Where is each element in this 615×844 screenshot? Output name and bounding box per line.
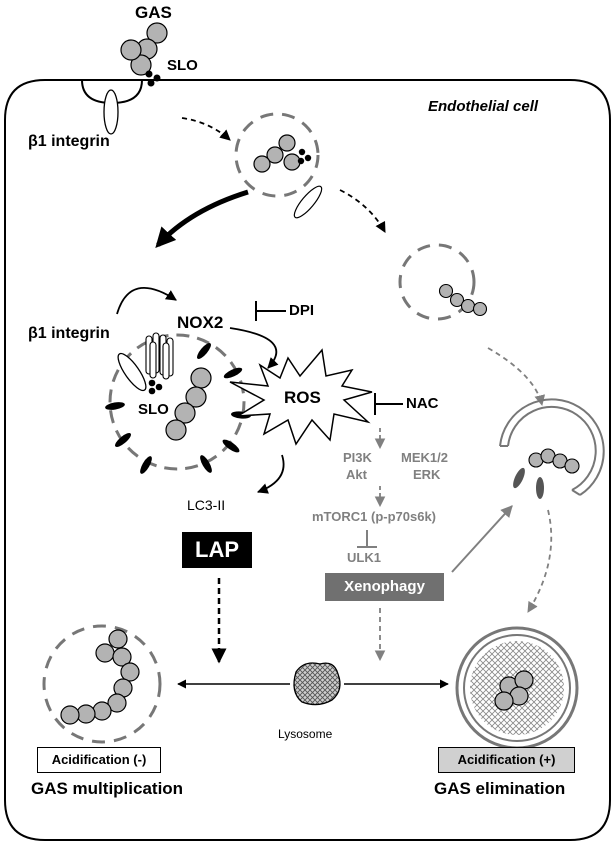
label-b1-top: β1 integrin [28, 133, 110, 150]
label-nac: NAC [406, 395, 439, 412]
ros-burst [229, 348, 373, 446]
label-gas-multiplication: GAS multiplication [31, 779, 184, 798]
slo-dots-top [145, 70, 161, 87]
autophagosome [499, 398, 605, 496]
gas-bacterium-top [120, 22, 168, 76]
label-mek: MEK1/2 [401, 450, 448, 465]
label-erk: ERK [413, 467, 441, 482]
label-mtorc1: mTORC1 (p-p70s6k) [312, 509, 437, 524]
label-b1-mid: β1 integrin [28, 325, 110, 342]
lap-box: LAP [182, 532, 252, 568]
label-slo-top: SLO [167, 57, 198, 74]
endosome-right [398, 243, 476, 321]
label-slo-mid: SLO [138, 401, 169, 418]
gas-chain-multiplication [60, 629, 140, 725]
label-endothelial: Endothelial cell [428, 98, 539, 115]
acidification-neg-box: Acidification (-) [37, 747, 161, 773]
label-dpi: DPI [289, 302, 315, 319]
label-ulk1: ULK1 [347, 550, 381, 565]
label-lysosome: Lysosome [278, 727, 333, 741]
acidification-pos-box: Acidification (+) [438, 747, 575, 773]
xenophagy-box: Xenophagy [325, 573, 444, 601]
lc3-markers [105, 343, 251, 474]
b1-integrin-top [103, 89, 119, 135]
lysosome [293, 662, 341, 706]
label-akt: Akt [346, 467, 367, 482]
nox2-complex [145, 332, 174, 380]
lap-phagosome [108, 333, 246, 471]
vacuole-multiplication [42, 624, 162, 744]
label-nox2: NOX2 [177, 313, 224, 332]
label-lc3: LC3-II [187, 497, 226, 513]
label-gas-elimination: GAS elimination [434, 779, 566, 798]
endosome-top [234, 112, 320, 198]
label-pi3k: PI3K [343, 450, 372, 465]
label-gas-top: GAS [135, 3, 172, 22]
label-ros: ROS [284, 388, 321, 407]
